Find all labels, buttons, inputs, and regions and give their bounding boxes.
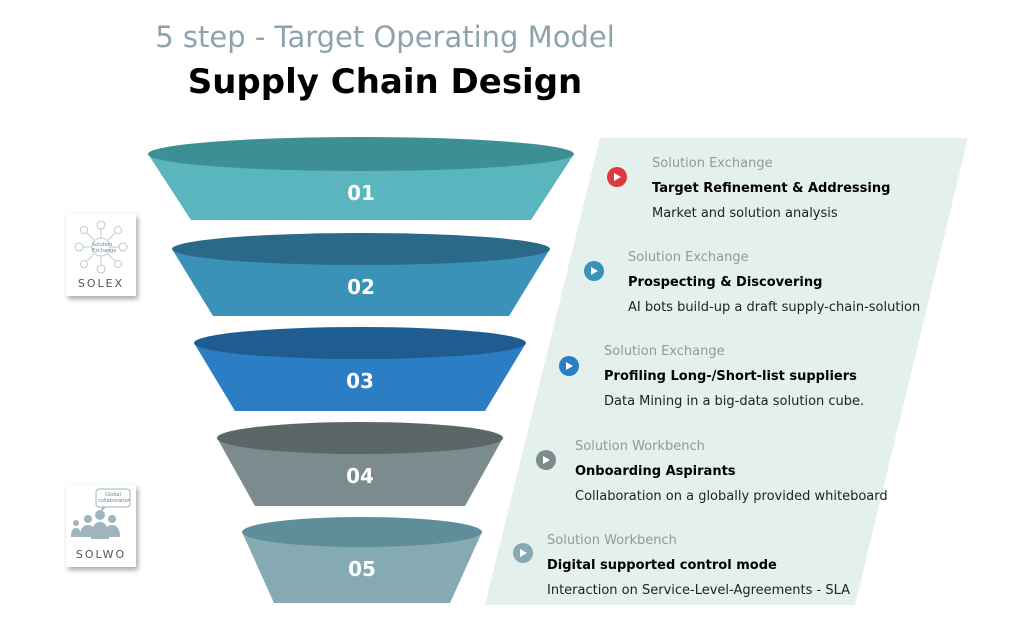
- step-description: Market and solution analysis: [652, 206, 838, 221]
- solex-logo-name: SOLEX: [77, 277, 125, 290]
- funnel-body-5: [242, 532, 482, 603]
- step-category: Solution Workbench: [547, 533, 677, 548]
- funnel-layer-5: 05: [242, 517, 482, 603]
- funnel-top-2: [172, 233, 550, 265]
- funnel-layer-2: 02: [172, 233, 550, 316]
- step-description: Collaboration on a globally provided whi…: [575, 489, 888, 504]
- solwo-logo: Global collaboration SOLWO: [66, 485, 136, 567]
- step-number-1: 01: [347, 181, 375, 205]
- page-subtitle: 5 step - Target Operating Model: [155, 20, 615, 54]
- solwo-logo-name: SOLWO: [75, 548, 127, 561]
- funnel-top-3: [194, 327, 526, 359]
- step-description: Interaction on Service-Level-Agreements …: [547, 583, 851, 598]
- step-category: Solution Exchange: [628, 250, 749, 265]
- solex-logo: Solution Exchange SOLEX: [66, 214, 136, 296]
- step-number-5: 05: [348, 557, 376, 581]
- funnel-body-1: [148, 154, 574, 220]
- page-title: Supply Chain Design: [187, 62, 583, 102]
- play-icon: [536, 450, 556, 470]
- step-category: Solution Exchange: [604, 344, 725, 359]
- step-category: Solution Exchange: [652, 156, 773, 171]
- step-description: AI bots build-up a draft supply-chain-so…: [628, 300, 921, 315]
- funnel-body-4: [217, 438, 503, 506]
- step-heading: Prospecting & Discovering: [628, 275, 823, 290]
- step-number-3: 03: [346, 369, 374, 393]
- funnel-body-3: [194, 343, 526, 411]
- step-heading: Target Refinement & Addressing: [652, 181, 891, 196]
- text-panel: [485, 138, 968, 605]
- funnel-top-5: [242, 517, 482, 547]
- play-icon: [559, 356, 579, 376]
- play-icon: [607, 167, 627, 187]
- funnel-layer-1: 01: [148, 137, 574, 220]
- step-heading: Profiling Long-/Short-list suppliers: [604, 369, 857, 384]
- step-number-4: 04: [346, 464, 374, 488]
- step-description: Data Mining in a big-data solution cube.: [604, 394, 865, 409]
- step-heading: Digital supported control mode: [547, 558, 777, 573]
- step-number-2: 02: [347, 275, 375, 299]
- funnel-layer-4: 04: [217, 422, 503, 506]
- solwo-logo-bubble-text: Global collaboration: [98, 492, 131, 504]
- play-icon: [584, 261, 604, 281]
- funnel-top-4: [217, 422, 503, 454]
- funnel-body-2: [172, 249, 550, 316]
- funnel-top-1: [148, 137, 574, 171]
- play-icon: [513, 543, 533, 563]
- funnel-layer-3: 03: [194, 327, 526, 411]
- step-category: Solution Workbench: [575, 439, 705, 454]
- step-heading: Onboarding Aspirants: [575, 464, 736, 479]
- solex-logo-inner-text: Solution Exchange: [92, 242, 117, 254]
